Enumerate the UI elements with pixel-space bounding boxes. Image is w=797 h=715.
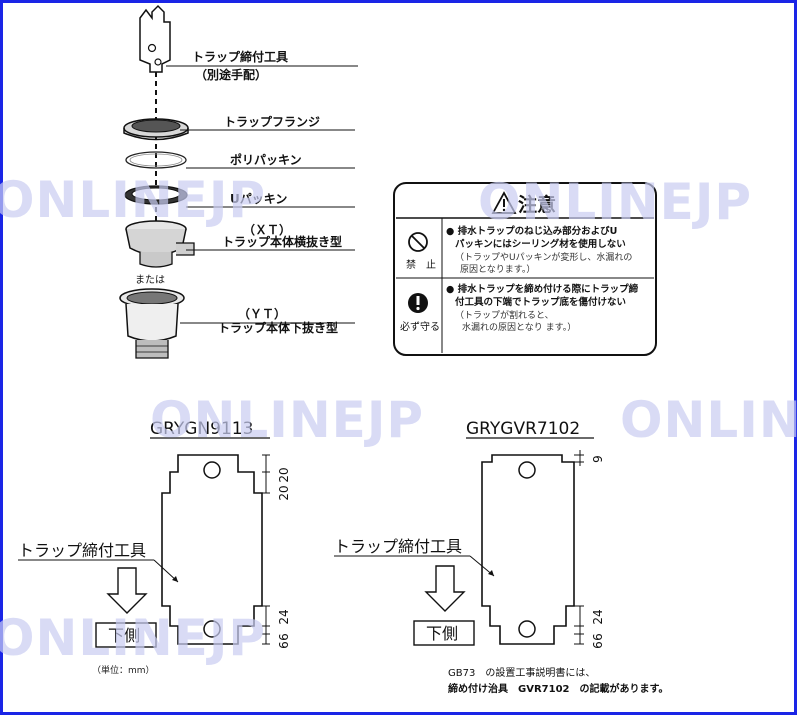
label-xt-name: トラップ本体横抜き型 (222, 234, 342, 249)
must-line1: ● 排水トラップを締め付ける際にトラップ締 (446, 283, 639, 295)
prohibit-line2: パッキンにはシーリング材を使用しない (455, 238, 626, 250)
watermark-4: ONLINEJP (620, 391, 797, 449)
left-model-title: GRYGN9113 (150, 419, 253, 439)
label-poly-packing: ポリパッキン (230, 152, 302, 167)
left-down-arrow-icon (106, 567, 148, 614)
caution-box: 注意 禁 止 ● 排水トラップのねじ込み部分およびU パッキンにはシーリング材を… (393, 182, 657, 356)
must-line3: （トラップが割れると、 (455, 309, 554, 321)
flange-illustration (123, 118, 189, 141)
label-u-packing: Uパッキン (230, 192, 287, 206)
caution-title: 注意 (518, 193, 556, 216)
leader-lines (166, 65, 358, 324)
watermark-2: ONLINEJP (478, 173, 752, 231)
must-follow-icon (408, 293, 428, 313)
label-flange: トラップフランジ (224, 114, 320, 129)
right-down-arrow-icon (424, 565, 466, 612)
label-yt-name: トラップ本体下抜き型 (218, 320, 338, 335)
must-line2: 付工具の下端でトラップ底を傷付けない (455, 296, 626, 308)
yt-body-illustration (119, 288, 185, 359)
left-dim-top-1: 20 (277, 467, 291, 482)
right-hole-top (518, 461, 536, 479)
right-dim-bottom-3: 24 (591, 609, 605, 624)
prohibit-line1: ● 排水トラップのねじ込み部分およびU (446, 225, 617, 237)
watermark-1: ONLINEJP (0, 171, 266, 229)
left-hole-bottom (203, 620, 221, 638)
u-packing-illustration (124, 185, 188, 205)
left-hole-top (203, 461, 221, 479)
warning-triangle-icon (491, 191, 517, 214)
label-yt-code: （ＹＴ） (238, 306, 286, 321)
right-down-label: 下側 (426, 624, 458, 643)
prohibit-icon (408, 232, 428, 252)
left-callout: トラップ締付工具 (18, 541, 146, 560)
watermark-3: ONLINEJP (150, 391, 424, 449)
right-dim-bottom-2: 6 (591, 633, 605, 641)
right-dim-bottom-1: 6 (591, 641, 605, 649)
label-or: または (135, 274, 165, 286)
right-tool-outline (481, 454, 575, 645)
left-dim-top-2: 20 (277, 485, 291, 500)
label-tool-note: （別途手配） (195, 67, 267, 82)
watermark-5: ONLINEJP (0, 609, 266, 667)
left-tool-drawing: GRYGN9113 20 20 6 6 24 トラップ締付工具 下側 (18, 419, 291, 676)
right-note-line2: 締め付け治具 GVR7102 の記載があります。 (448, 682, 668, 695)
poly-packing-illustration (125, 151, 187, 169)
right-note-line1: GB73 の設置工事説明書には、 (448, 666, 595, 679)
right-callout: トラップ締付工具 (334, 537, 462, 556)
left-dim-bottom-1: 6 (277, 641, 291, 649)
left-down-label: 下側 (108, 626, 140, 645)
left-unit-label: （単位：mm） (92, 664, 155, 676)
xt-body-illustration (125, 220, 195, 268)
prohibit-line3: （トラップやUパッキンが変形し、水漏れの (455, 251, 632, 263)
right-down-box (413, 620, 475, 646)
left-dim-bottom-2: 6 (277, 633, 291, 641)
right-tool-drawing: GRYGVR7102 9 6 6 24 トラップ締付工具 下側 GB73 の設置… (334, 419, 668, 695)
left-dimension-marks (262, 454, 270, 645)
right-model-title: GRYGVR7102 (466, 419, 580, 439)
right-hole-bottom (518, 620, 536, 638)
prohibit-label: 禁 止 (406, 259, 436, 271)
label-tool: トラップ締付工具 (192, 49, 288, 64)
right-dim-top: 9 (591, 455, 605, 463)
left-tool-outline (161, 454, 263, 645)
right-dimension-marks (574, 450, 584, 645)
exploded-assembly: トラップ締付工具 （別途手配） トラップフランジ ポリパッキン Uパッキン （Ｘ… (119, 4, 358, 359)
label-xt-code: （ＸＴ） (243, 222, 291, 237)
prohibit-line4: 原因となります。） (460, 264, 535, 275)
must-line4: 水漏れの原因となり ます。） (462, 321, 576, 333)
watermarks: ONLINEJP ONLINEJP ONLINEJP ONLINEJP ONLI… (0, 171, 797, 667)
tool-illustration (139, 4, 171, 73)
left-dim-bottom-3: 24 (277, 609, 291, 624)
poly-packing-inner (129, 153, 183, 167)
must-label: 必ず守る (400, 320, 440, 333)
left-down-box (95, 622, 157, 648)
